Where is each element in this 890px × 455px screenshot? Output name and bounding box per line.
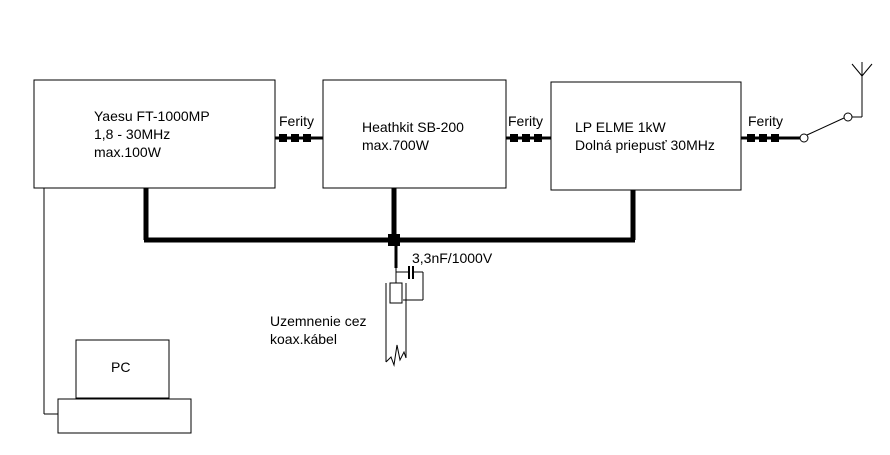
antenna-switch	[799, 112, 862, 143]
pc-keyboard	[57, 398, 192, 434]
antenna-icon	[851, 62, 873, 117]
transceiver-name: Yaesu FT-1000MP	[94, 108, 210, 124]
ferrite-link-3: Ferity	[741, 113, 800, 142]
pc-monitor	[75, 339, 170, 399]
coax-cable-icon	[385, 268, 407, 367]
amplifier-name: Heathkit SB-200	[362, 119, 464, 135]
transceiver-box	[33, 79, 276, 189]
ferrite-label-2: Ferity	[508, 113, 543, 129]
ferrite-link-1: Ferity	[275, 113, 323, 142]
ground-bus	[143, 188, 636, 268]
transceiver-band: 1,8 - 30MHz	[94, 126, 170, 142]
capacitor-label: 3,3nF/1000V	[412, 250, 493, 266]
amplifier-box	[322, 79, 507, 189]
ferrite-label-1: Ferity	[279, 113, 314, 129]
amplifier-power: max.700W	[362, 137, 430, 153]
capacitor-icon	[396, 266, 424, 301]
filter-desc: Dolná priepusť 30MHz	[575, 137, 715, 153]
transceiver-power: max.100W	[94, 144, 162, 160]
pc-label: PC	[111, 359, 130, 375]
grounding-label-line2: koax.kábel	[270, 331, 337, 347]
filter-name: LP ELME 1kW	[575, 119, 667, 135]
filter-box	[550, 81, 742, 191]
ferrite-link-2: Ferity	[506, 113, 551, 142]
ferrite-label-3: Ferity	[748, 113, 783, 129]
grounding-label-line1: Uzemnenie cez	[270, 313, 367, 329]
